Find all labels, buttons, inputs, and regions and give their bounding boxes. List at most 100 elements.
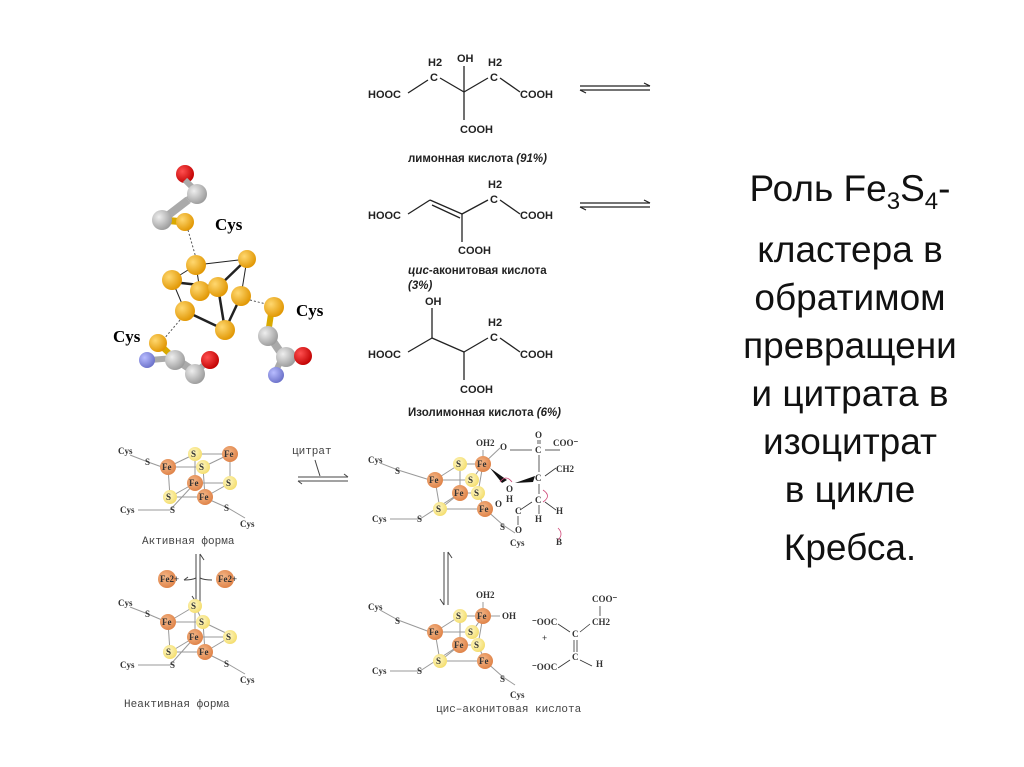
svg-text:C: C bbox=[572, 652, 579, 662]
svg-text:HOOC: HOOC bbox=[368, 89, 401, 101]
citric-acid-caption: лимонная кислота (91%) bbox=[408, 153, 547, 165]
svg-text:S: S bbox=[436, 504, 441, 514]
svg-text:CH2: CH2 bbox=[592, 617, 611, 627]
citrate-equilibrium-arrow bbox=[297, 459, 349, 485]
svg-text:COO⁻: COO⁻ bbox=[592, 594, 618, 604]
svg-text:Fe2+: Fe2+ bbox=[218, 574, 237, 584]
svg-text:S: S bbox=[500, 522, 505, 532]
svg-text:S: S bbox=[191, 449, 196, 459]
svg-text:COOH: COOH bbox=[520, 210, 553, 222]
svg-text:C: C bbox=[535, 473, 542, 483]
cis-aconitate-complex: S Fe Fe S Fe S S Fe Cys S Cys S S Cys OH… bbox=[368, 590, 618, 700]
svg-text:S: S bbox=[456, 611, 461, 621]
svg-text:C: C bbox=[430, 72, 438, 84]
svg-text:O: O bbox=[495, 499, 502, 509]
cis-aconitate-label: цис–аконитовая кислота bbox=[436, 704, 582, 716]
cys-bottom-left bbox=[139, 334, 219, 384]
svg-text:H2: H2 bbox=[488, 317, 502, 329]
cis-aconitic-acid-structure: HOOC H2 C COOH COOH цис-аконитовая кисло… bbox=[368, 179, 651, 292]
svg-text:Fe: Fe bbox=[199, 492, 209, 502]
svg-text:B: B bbox=[556, 537, 562, 547]
svg-text:S: S bbox=[226, 632, 231, 642]
fe3s4-ball-stick-model: Cys Cys bbox=[113, 165, 324, 384]
svg-text:C: C bbox=[490, 332, 498, 344]
svg-text:O: O bbox=[535, 430, 542, 440]
svg-text:Fe: Fe bbox=[429, 627, 439, 637]
svg-text:H2: H2 bbox=[488, 179, 502, 191]
svg-text:S: S bbox=[395, 616, 400, 626]
svg-text:C: C bbox=[490, 194, 498, 206]
svg-text:Cys: Cys bbox=[120, 660, 135, 670]
svg-text:S: S bbox=[145, 457, 150, 467]
svg-text:C: C bbox=[535, 445, 542, 455]
svg-text:Cys: Cys bbox=[120, 505, 135, 515]
svg-text:Fe: Fe bbox=[224, 449, 234, 459]
citric-acid-structure: HOOC H2 C OH H2 C COOH COOH лимонная кис… bbox=[368, 53, 651, 165]
svg-text:Fe: Fe bbox=[199, 647, 209, 657]
svg-text:H2: H2 bbox=[488, 57, 502, 69]
svg-text:S: S bbox=[224, 503, 229, 513]
svg-text:S: S bbox=[166, 492, 171, 502]
citrate-label: цитрат bbox=[292, 446, 332, 458]
svg-text:O: O bbox=[506, 484, 513, 494]
svg-text:⁻OOC: ⁻OOC bbox=[532, 662, 557, 672]
svg-text:S: S bbox=[226, 478, 231, 488]
svg-text:S: S bbox=[145, 609, 150, 619]
svg-text:OH: OH bbox=[502, 611, 516, 621]
svg-text:OH2: OH2 bbox=[476, 438, 495, 448]
svg-text:S: S bbox=[191, 601, 196, 611]
svg-text:COOH: COOH bbox=[460, 124, 493, 136]
svg-text:COO⁻: COO⁻ bbox=[553, 438, 579, 448]
svg-text:C: C bbox=[572, 629, 579, 639]
svg-text:S: S bbox=[500, 674, 505, 684]
svg-text:Cys: Cys bbox=[372, 666, 387, 676]
svg-text:S: S bbox=[456, 459, 461, 469]
title-line-8: Кребса. bbox=[783, 527, 917, 568]
svg-text:HOOC: HOOC bbox=[368, 210, 401, 222]
svg-text:Fe: Fe bbox=[479, 656, 489, 666]
title-line-1: Роль Fe3S4- bbox=[749, 168, 951, 215]
svg-text:H: H bbox=[535, 514, 542, 524]
svg-text:S: S bbox=[224, 659, 229, 669]
fe-release-arrow bbox=[183, 553, 213, 603]
svg-text:S: S bbox=[468, 475, 473, 485]
inactive-form-label: Неактивная форма bbox=[124, 698, 230, 711]
svg-text:+: + bbox=[542, 633, 547, 643]
svg-text:O: O bbox=[500, 442, 507, 452]
svg-text:Fe: Fe bbox=[454, 640, 464, 650]
svg-text:Fe: Fe bbox=[162, 617, 172, 627]
cys-label-left: Cys bbox=[113, 327, 141, 346]
svg-text:S: S bbox=[468, 627, 473, 637]
cys-top bbox=[152, 165, 207, 231]
svg-text:H: H bbox=[596, 659, 603, 669]
svg-text:Fe: Fe bbox=[477, 459, 487, 469]
svg-text:Cys: Cys bbox=[118, 598, 133, 608]
svg-text:Fe: Fe bbox=[454, 488, 464, 498]
title-line-3: обратимом bbox=[754, 277, 946, 318]
svg-text:Cys: Cys bbox=[240, 675, 255, 685]
svg-text:O: O bbox=[515, 525, 522, 535]
svg-text:S: S bbox=[170, 505, 175, 515]
svg-text:S: S bbox=[199, 462, 204, 472]
title-line-2: кластера в bbox=[757, 229, 943, 270]
svg-text:Fe: Fe bbox=[189, 632, 199, 642]
svg-text:Fe: Fe bbox=[189, 478, 199, 488]
svg-text:Cys: Cys bbox=[510, 538, 525, 548]
cys-label-top: Cys bbox=[215, 215, 243, 234]
fe2-ion-icon bbox=[158, 570, 176, 588]
svg-text:S: S bbox=[474, 488, 479, 498]
isocitric-caption: Изолимонная кислота (6%) bbox=[408, 407, 561, 419]
svg-text:Cys: Cys bbox=[368, 455, 383, 465]
inactive-form-cluster: S Fe S Fe S S Fe Cys S Cys S S Cys bbox=[118, 598, 255, 685]
svg-text:COOH: COOH bbox=[460, 384, 493, 396]
cys-bottom-right bbox=[258, 297, 312, 383]
equilibrium-arrow-2 bbox=[579, 199, 651, 211]
svg-text:Fe: Fe bbox=[162, 462, 172, 472]
svg-text:S: S bbox=[395, 466, 400, 476]
svg-text:C: C bbox=[490, 72, 498, 84]
svg-text:OH: OH bbox=[457, 53, 474, 65]
vertical-equilibrium-arrow bbox=[439, 551, 453, 606]
svg-text:H: H bbox=[556, 506, 563, 516]
svg-text:Fe: Fe bbox=[477, 611, 487, 621]
svg-text:C: C bbox=[535, 495, 542, 505]
